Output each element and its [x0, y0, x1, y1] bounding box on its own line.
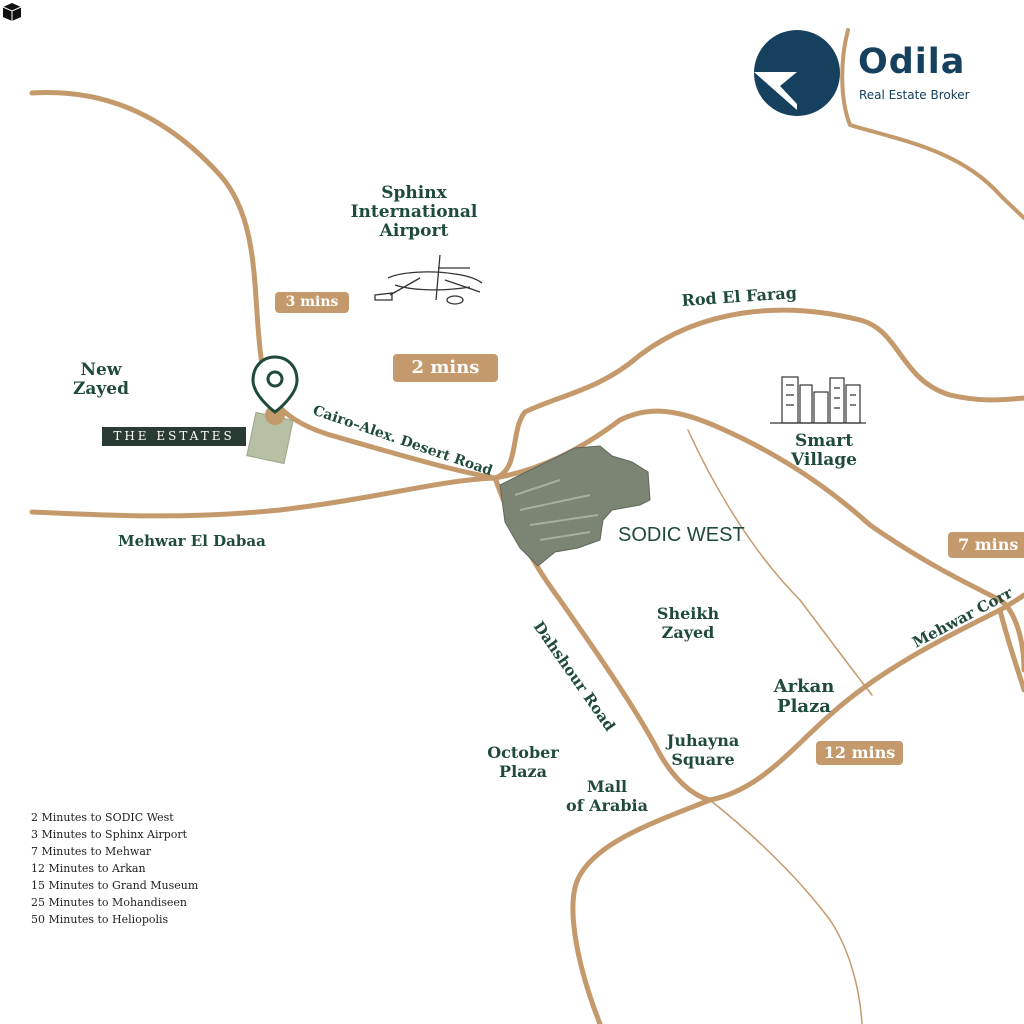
badge-12-mins: 12 mins	[816, 741, 903, 765]
legend-item: 25 Minutes to Mohandiseen	[31, 896, 187, 909]
badge-3-mins: 3 mins	[275, 292, 349, 313]
location-pin-icon	[251, 355, 299, 414]
road-top-right	[840, 28, 1024, 220]
label-smart-village: Smart Village	[791, 431, 857, 470]
road-label-cairo-alex: Cairo–Alex. Desert Road	[311, 403, 495, 480]
buildings-icon	[770, 376, 866, 424]
brand-tagline: Real Estate Broker	[859, 88, 970, 102]
sodic-west-area	[499, 445, 651, 567]
road-secondary-thin	[687, 429, 873, 696]
road-secondary-south	[709, 799, 863, 1024]
badge-7-mins: 7 mins	[948, 532, 1024, 558]
road-east-vertical	[997, 607, 1024, 693]
road-label-mehwar-el-dabaa: Mehwar El Dabaa	[118, 532, 266, 550]
legend-item: 15 Minutes to Grand Museum	[31, 879, 199, 892]
label-sphinx-airport: Sphinx International Airport	[350, 183, 478, 241]
road-mehwar-corridor	[707, 592, 1024, 803]
label-sodic-west: SODIC WEST	[618, 524, 745, 546]
road-loop-east	[492, 408, 1024, 673]
road-label-rod-el-farag: Rod El Farag	[681, 283, 797, 310]
odila-logo-icon	[754, 30, 840, 116]
estates-marker-dot	[265, 405, 285, 425]
the-estates-tag: THE ESTATES	[102, 427, 246, 446]
cube-icon	[2, 3, 22, 21]
road-cairo-alex	[29, 89, 1024, 481]
label-new-zayed: New Zayed	[72, 360, 129, 399]
badge-2-mins: 2 mins	[393, 354, 498, 382]
label-arkan-plaza: Arkan Plaza	[773, 676, 835, 717]
legend-item: 7 Minutes to Mehwar	[31, 845, 152, 858]
road-label-dahshour: Dahshour Road	[530, 618, 619, 735]
legend-item: 2 Minutes to SODIC West	[31, 811, 174, 824]
road-mehwar-el-dabaa	[29, 475, 498, 519]
label-mall-of-arabia: Mall of Arabia	[566, 777, 648, 815]
travel-time-legend: 2 Minutes to SODIC West 3 Minutes to Sph…	[31, 809, 198, 928]
label-october-plaza: October Plaza	[487, 743, 559, 781]
legend-item: 50 Minutes to Heliopolis	[31, 913, 169, 926]
label-sheikh-zayed: Sheikh Zayed	[656, 604, 720, 642]
label-juhayna-square: Juhayna Square	[666, 731, 740, 769]
brand-name: Odila	[858, 42, 966, 82]
legend-item: 12 Minutes to Arkan	[31, 862, 146, 875]
legend-item: 3 Minutes to Sphinx Airport	[31, 828, 188, 841]
road-south	[570, 797, 713, 1024]
airplane-icon	[374, 254, 483, 305]
